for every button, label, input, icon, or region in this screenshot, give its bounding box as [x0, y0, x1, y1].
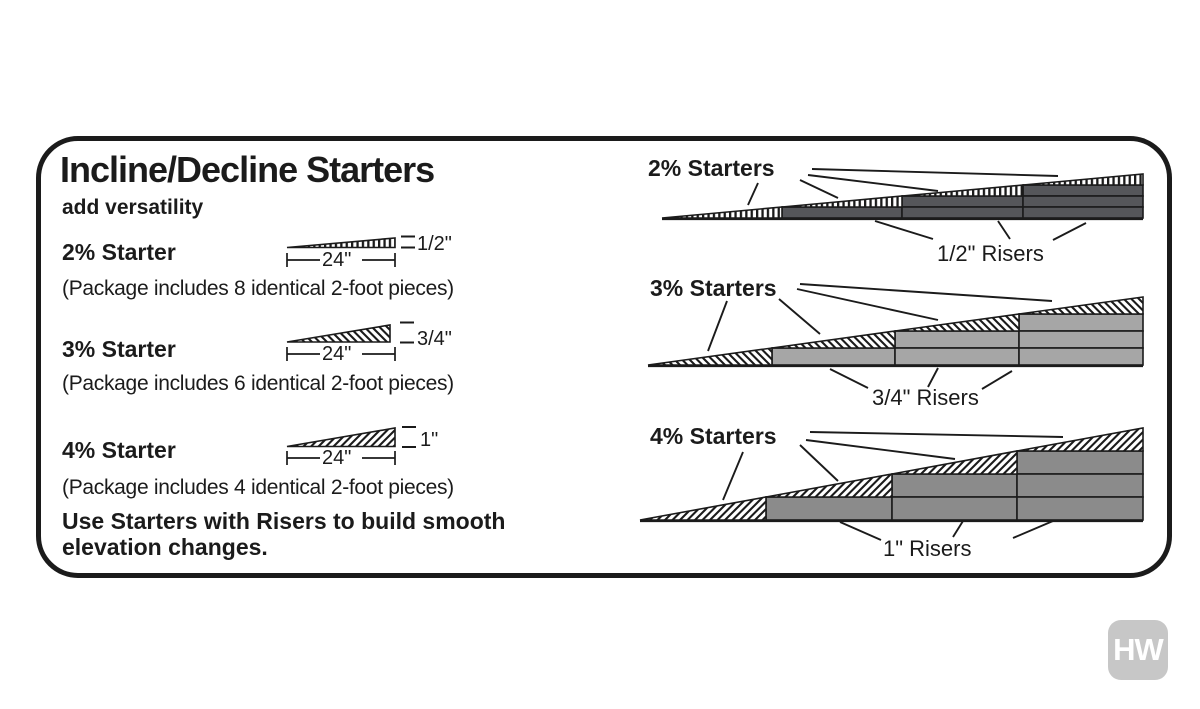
assembly-4pct-label: 4% Starters	[650, 423, 777, 449]
usage-note: Use Starters with Risers to build smooth…	[62, 508, 505, 560]
watermark-badge: HW	[1108, 620, 1168, 680]
starter-2pct-package: (Package includes 8 identical 2-foot pie…	[62, 277, 454, 300]
watermark-label: HW	[1113, 632, 1164, 667]
riser-2pct-label: 1/2" Risers	[937, 241, 1044, 266]
starter-4pct-package: (Package includes 4 identical 2-foot pie…	[62, 476, 454, 499]
starter-3pct-heading: 3% Starter	[62, 336, 176, 362]
starter-4pct-length-label: 24"	[322, 447, 352, 469]
starter-4pct-heading: 4% Starter	[62, 437, 176, 463]
starter-3pct-package: (Package includes 6 identical 2-foot pie…	[62, 372, 454, 395]
starter-2pct-heading: 2% Starter	[62, 239, 176, 265]
assembly-3pct-label: 3% Starters	[650, 275, 777, 301]
starter-2pct-length-label: 24"	[322, 249, 352, 271]
usage-note-line2: elevation changes.	[62, 534, 268, 560]
starter-2pct-height-label: 1/2"	[417, 233, 452, 255]
starter-3pct-height-label: 3/4"	[417, 328, 452, 350]
riser-3pct-label: 3/4" Risers	[872, 385, 979, 410]
page-title: Incline/Decline Starters	[60, 149, 435, 190]
starter-3pct-length-label: 24"	[322, 343, 352, 365]
starter-4pct-height-label: 1"	[420, 429, 439, 451]
riser-4pct-label: 1" Risers	[883, 536, 972, 561]
page-subtitle: add versatility	[62, 196, 204, 219]
assembly-2pct-label: 2% Starters	[648, 155, 775, 181]
usage-note-line1: Use Starters with Risers to build smooth	[62, 508, 506, 534]
